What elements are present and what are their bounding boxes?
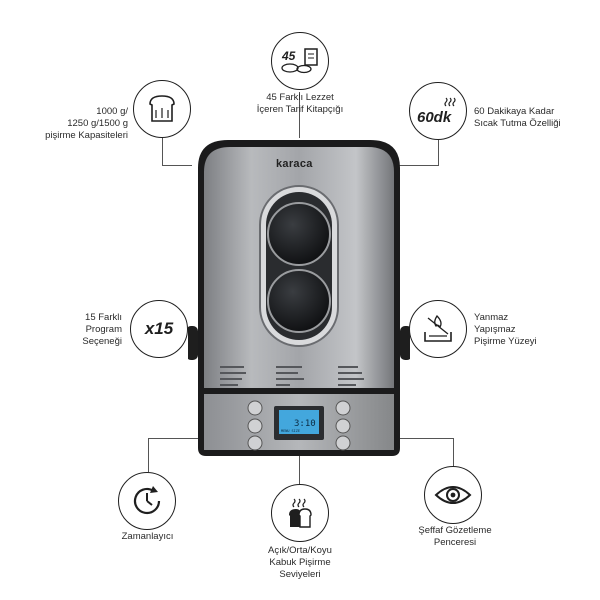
connector-line bbox=[148, 438, 216, 439]
recipe-book-icon: 45 bbox=[271, 32, 329, 90]
brand-logo: karaca bbox=[276, 158, 313, 170]
connector-line bbox=[162, 138, 163, 166]
steam-60dk-icon: 60dk bbox=[409, 82, 467, 140]
connector-line bbox=[299, 92, 300, 138]
eye-icon bbox=[424, 466, 482, 524]
toast-steam-icon bbox=[271, 484, 329, 542]
nonstick-caption: Yanmaz Yapışmaz Pişirme Yüzeyi bbox=[474, 312, 537, 347]
lcd-modes: MENU SIZE bbox=[281, 429, 300, 433]
connector-line bbox=[438, 140, 439, 166]
connector-line bbox=[148, 438, 149, 472]
timer-caption: Zamanlayıcı bbox=[121, 531, 174, 542]
x15-icon: x15 bbox=[130, 300, 188, 358]
programs-badge: x15 bbox=[144, 319, 174, 338]
capacity-caption: 1000 g/ 1250 g/1500 g pişirme Kapasitele… bbox=[45, 106, 128, 141]
connector-line bbox=[384, 438, 454, 439]
connector-line bbox=[162, 165, 192, 166]
connector-line bbox=[453, 438, 454, 472]
window-caption: Şeffaf Gözetleme Penceresi bbox=[418, 525, 492, 548]
keepwarm-badge: 60dk bbox=[417, 109, 452, 126]
timer-clock-icon bbox=[118, 472, 176, 530]
keepwarm-caption: 60 Dakikaya Kadar Sıcak Tutma Özelliği bbox=[474, 106, 561, 129]
recipe-badge: 45 bbox=[281, 49, 296, 63]
bread-loaf-icon bbox=[133, 80, 191, 138]
lcd-time: 3:10 bbox=[294, 419, 316, 429]
programs-caption: 15 Farklı Program Seçeneği bbox=[82, 312, 122, 347]
crust-caption: Açık/Orta/Koyu Kabuk Pişirme Seviyeleri bbox=[268, 545, 332, 580]
connector-line bbox=[299, 455, 300, 485]
bread-maker-image: 3:10 MENU SIZE bbox=[186, 138, 412, 456]
recipes-caption: 45 Farklı Lezzet İçeren Tarif Kitapçığı bbox=[256, 92, 344, 115]
connector-line bbox=[398, 165, 439, 166]
nonstick-flame-icon bbox=[409, 300, 467, 358]
